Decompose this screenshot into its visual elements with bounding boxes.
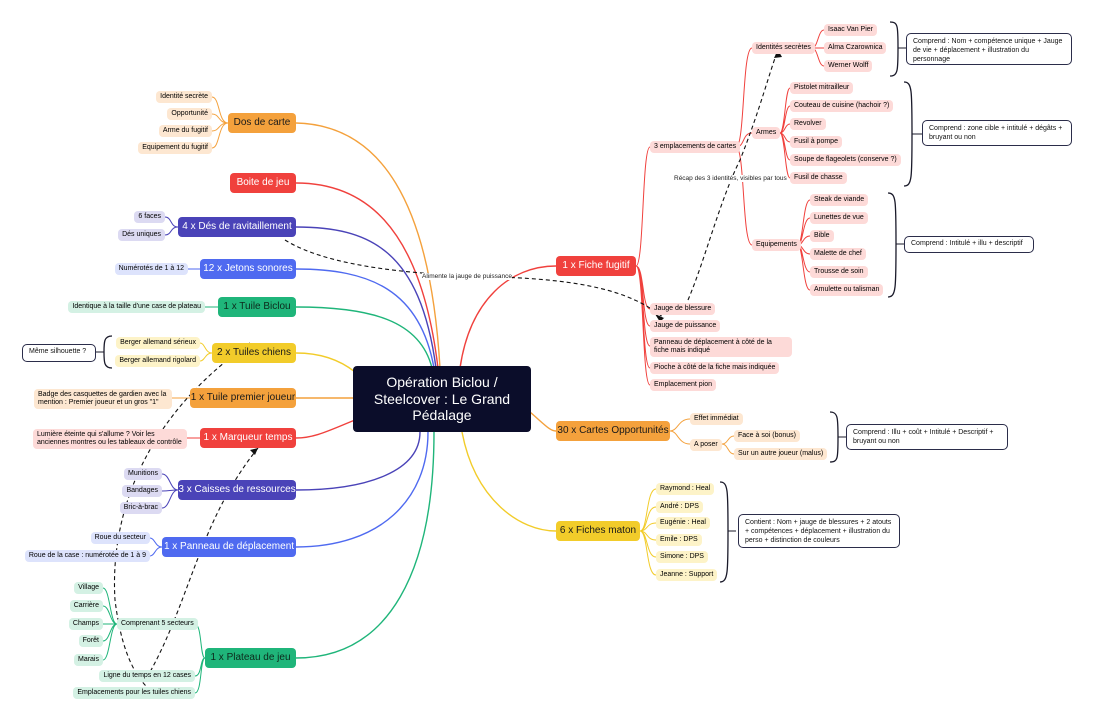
maton-item[interactable]: Emile : DPS bbox=[656, 534, 702, 547]
equipements-node[interactable]: Equipements bbox=[752, 239, 801, 252]
dos-item[interactable]: Equipement du fugitif bbox=[138, 142, 212, 155]
secteur-item[interactable]: Marais bbox=[73, 654, 103, 667]
equipement-item[interactable]: Lunettes de vue bbox=[810, 212, 868, 225]
node-panneau[interactable]: 1 x Panneau de déplacement bbox=[162, 537, 296, 557]
link-label-alimente: Alimente la jauge de puissance bbox=[422, 273, 512, 280]
node-des[interactable]: 4 x Dés de ravitaillement bbox=[178, 217, 296, 237]
identites-node[interactable]: Identités secrètes bbox=[752, 42, 815, 55]
node-dos-carte[interactable]: Dos de carte bbox=[228, 113, 296, 133]
poser-item[interactable]: Sur un autre joueur (malus) bbox=[734, 448, 828, 461]
node-tuile[interactable]: 1 x Tuile Biclou bbox=[218, 297, 296, 317]
maton-item[interactable]: Simone : DPS bbox=[656, 551, 708, 564]
dos-item[interactable]: Opportunité bbox=[167, 108, 212, 121]
node-boite[interactable]: Boite de jeu bbox=[230, 173, 296, 193]
caisses-item[interactable]: Bandages bbox=[122, 485, 162, 498]
secteur-item[interactable]: Village bbox=[74, 582, 103, 595]
des-item[interactable]: Dés uniques bbox=[118, 229, 165, 242]
node-chiens[interactable]: 2 x Tuiles chiens bbox=[212, 343, 296, 363]
fiche-item[interactable]: Jauge de blessure bbox=[650, 303, 716, 316]
branch-opportunites bbox=[529, 411, 557, 432]
equipement-item[interactable]: Trousse de soin bbox=[810, 266, 868, 279]
node-opportunites[interactable]: 30 x Cartes Opportunités bbox=[556, 421, 670, 441]
armes-node[interactable]: Armes bbox=[752, 127, 781, 140]
chiens-note[interactable]: Même silhouette ? bbox=[22, 344, 96, 362]
identite-item[interactable]: Werner Wolff bbox=[824, 60, 873, 73]
branch-dos-carte bbox=[295, 122, 441, 369]
arme-item[interactable]: Soupe de flageolets (conserve ?) bbox=[790, 154, 901, 167]
central-topic[interactable]: Opération Biclou / Steelcover : Le Grand… bbox=[353, 366, 531, 432]
equipement-item[interactable]: Amulette ou talisman bbox=[810, 284, 884, 297]
node-fiche[interactable]: 1 x Fiche fugitif bbox=[556, 256, 636, 276]
fiche-item[interactable]: Emplacement pion bbox=[650, 379, 716, 392]
node-jetons[interactable]: 12 x Jetons sonores bbox=[200, 259, 296, 279]
branch-maton bbox=[461, 431, 557, 532]
branch-panneau bbox=[295, 431, 429, 548]
panneau-item[interactable]: Roue du secteur bbox=[90, 532, 150, 545]
dos-item[interactable]: Arme du fugitif bbox=[158, 125, 212, 138]
plateau-item[interactable]: Emplacements pour les tuiles chiens bbox=[73, 687, 195, 700]
node-maton[interactable]: 6 x Fiches maton bbox=[556, 521, 640, 541]
branch-caisses bbox=[295, 431, 421, 491]
fiche-item[interactable]: Jauge de puissance bbox=[650, 320, 721, 333]
secteur-item[interactable]: Forêt bbox=[78, 635, 103, 648]
link-marqueur-temps bbox=[149, 447, 259, 673]
branch-tuile bbox=[295, 306, 433, 369]
node-plateau[interactable]: 1 x Plateau de jeu bbox=[205, 648, 296, 668]
link-label-recap: Récap des 3 identités, visibles par tous bbox=[674, 175, 787, 182]
arme-item[interactable]: Revolver bbox=[790, 118, 826, 131]
des-item[interactable]: 6 faces bbox=[134, 211, 165, 224]
secteur-item[interactable]: Champs bbox=[68, 618, 103, 631]
chiens-item[interactable]: Berger allemand rigolard bbox=[115, 355, 200, 368]
arme-item[interactable]: Fusil à pompe bbox=[790, 136, 842, 149]
branch-boite bbox=[295, 182, 439, 369]
chiens-item[interactable]: Berger allemand sérieux bbox=[116, 337, 200, 350]
marqueur-item[interactable]: Lumière éteinte qui s'allume ? Voir les … bbox=[33, 429, 187, 450]
branch-jetons bbox=[295, 268, 435, 369]
node-marqueur[interactable]: 1 x Marqueur temps bbox=[200, 428, 296, 448]
identites-note[interactable]: Comprend : Nom + compétence unique + Jau… bbox=[906, 33, 1072, 65]
armes-note[interactable]: Comprend : zone cible + intitulé + dégât… bbox=[922, 120, 1072, 146]
identite-item[interactable]: Isaac Van Pier bbox=[824, 24, 878, 37]
dos-item[interactable]: Identité secrète bbox=[156, 91, 212, 104]
arme-item[interactable]: Couteau de cuisine (hachoir ?) bbox=[790, 100, 894, 113]
node-premier[interactable]: 1 x Tuile premier joueur bbox=[190, 388, 296, 408]
equipements-note[interactable]: Comprend : Intitulé + illu + descriptif bbox=[904, 236, 1034, 253]
fiche-item[interactable]: Pioche à côté de la fiche mais indiquée bbox=[650, 362, 780, 375]
panneau-item[interactable]: Roue de la case : numérotée de 1 à 9 bbox=[24, 550, 150, 563]
tuile-item[interactable]: Identique à la taille d'une case de plat… bbox=[68, 301, 205, 314]
branch-chiens bbox=[295, 352, 356, 373]
secteur-item[interactable]: Carrière bbox=[69, 600, 103, 613]
maton-item[interactable]: Jeanne : Support bbox=[656, 569, 718, 582]
branch-des bbox=[295, 226, 437, 369]
equipement-item[interactable]: Steak de viande bbox=[810, 194, 869, 207]
caisses-item[interactable]: Munitions bbox=[124, 468, 162, 481]
maton-item[interactable]: Raymond : Heal bbox=[656, 483, 715, 496]
maton-item[interactable]: André : DPS bbox=[656, 501, 703, 514]
opportunites-note[interactable]: Comprend : Illu + coût + Intitulé + Desc… bbox=[846, 424, 1008, 450]
premier-item[interactable]: Badge des casquettes de gardien avec la … bbox=[34, 389, 172, 410]
link-recap bbox=[687, 49, 779, 301]
equipement-item[interactable]: Bible bbox=[810, 230, 834, 243]
node-caisses[interactable]: 3 x Caisses de ressources bbox=[178, 480, 296, 500]
branch-fiche bbox=[459, 265, 557, 369]
plateau-secteurs[interactable]: Comprenant 5 secteurs bbox=[117, 618, 198, 631]
identite-item[interactable]: Alma Czarownica bbox=[824, 42, 887, 55]
opportunite-item[interactable]: Effet immédiat bbox=[690, 413, 743, 426]
fiche-item[interactable]: Panneau de déplacement à côté de la fich… bbox=[650, 337, 792, 358]
maton-note[interactable]: Contient : Nom + jauge de blessures + 2 … bbox=[738, 514, 900, 548]
link-chiens-plateau bbox=[113, 342, 251, 691]
branch-marqueur bbox=[295, 419, 356, 439]
equipement-item[interactable]: Malette de chef bbox=[810, 248, 866, 261]
arme-item[interactable]: Fusil de chasse bbox=[790, 172, 847, 185]
caisses-item[interactable]: Bric-à-brac bbox=[119, 502, 162, 515]
plateau-item[interactable]: Ligne du temps en 12 cases bbox=[99, 670, 195, 683]
jetons-item[interactable]: Numérotés de 1 à 12 bbox=[114, 263, 188, 276]
maton-item[interactable]: Eugénie : Heal bbox=[656, 517, 710, 530]
arme-item[interactable]: Pistolet mitrailleur bbox=[790, 82, 854, 95]
fiche-emplacements[interactable]: 3 emplacements de cartes bbox=[650, 141, 741, 154]
opportunite-item[interactable]: A poser bbox=[690, 439, 722, 452]
branch-plateau bbox=[295, 431, 435, 659]
poser-item[interactable]: Face à soi (bonus) bbox=[734, 430, 800, 443]
